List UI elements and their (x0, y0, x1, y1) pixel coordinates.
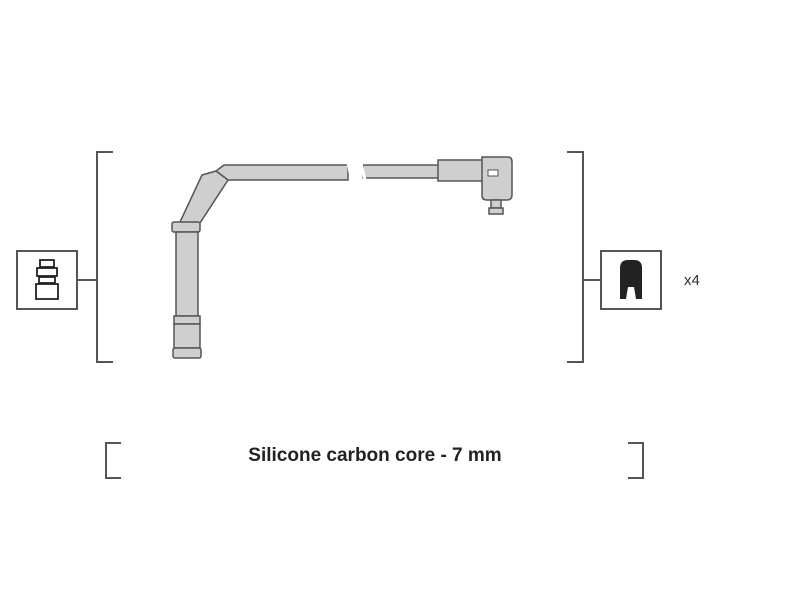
left-bracket (96, 151, 113, 363)
coil-terminal-icon (16, 250, 78, 310)
quantity-label: x4 (684, 272, 700, 289)
ignition-cable (171, 156, 513, 359)
spark-plug-boot-icon (600, 250, 662, 310)
spec-left-bracket (105, 442, 121, 479)
spec-right-bracket (628, 442, 644, 479)
right-bracket (567, 151, 584, 363)
spec-label: Silicone carbon core - 7 mm (248, 445, 502, 466)
